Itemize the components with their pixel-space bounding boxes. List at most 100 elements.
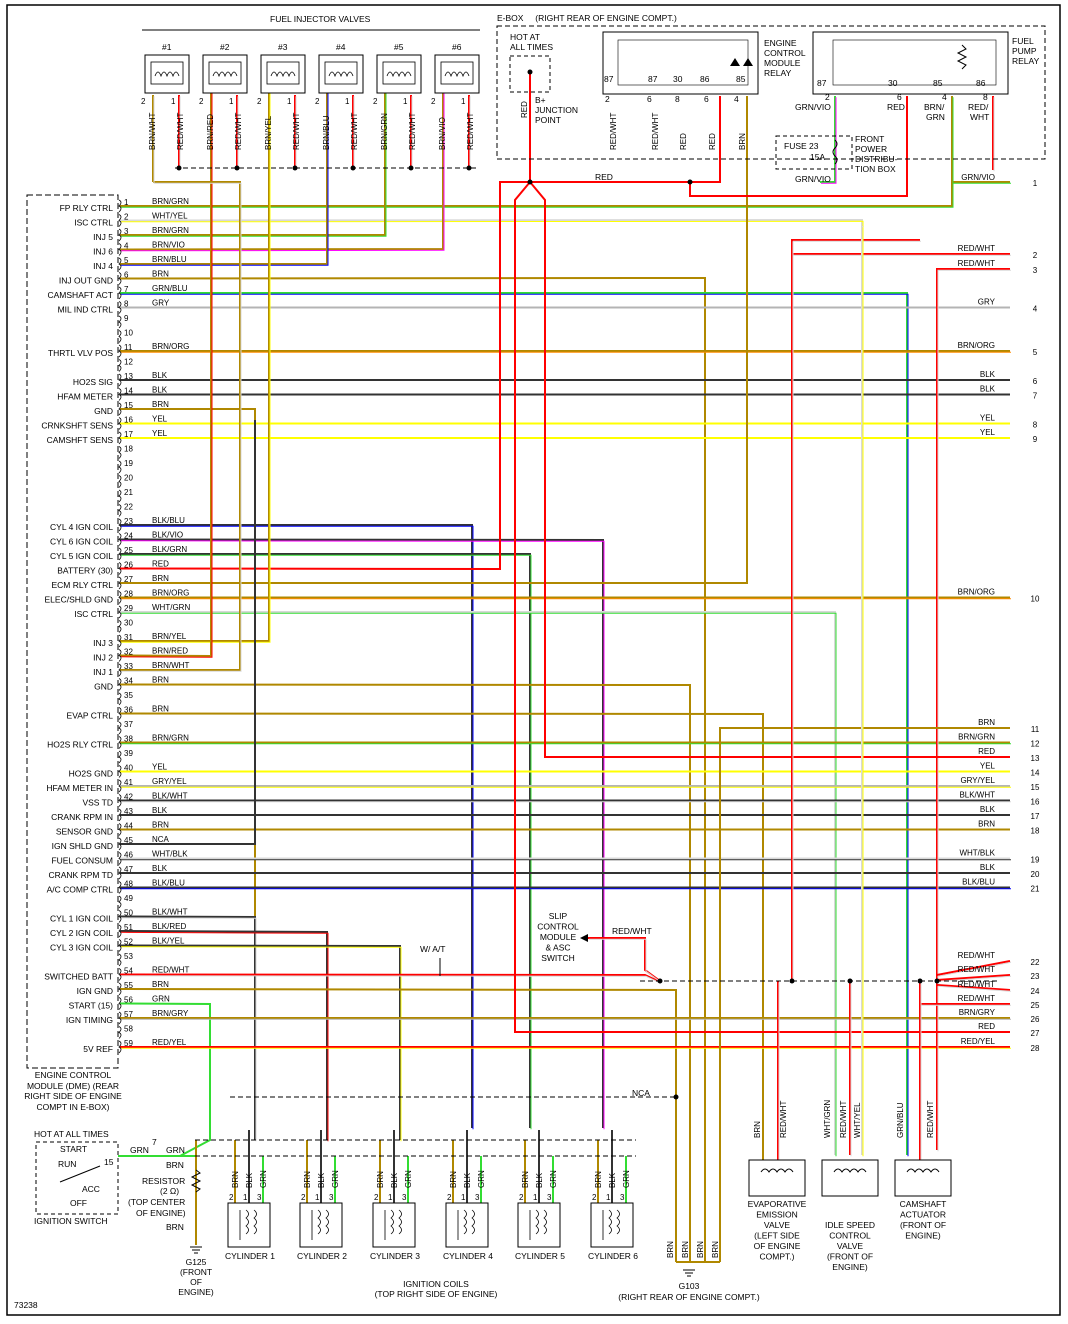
ecm-pin-label: FUEL CONSUM — [51, 856, 113, 866]
ecm-wire-color: BLK — [152, 806, 168, 815]
coil-icon — [906, 1168, 940, 1173]
ecm-wire-color: BRN — [152, 574, 169, 583]
ecm-relay-b — [530, 96, 721, 183]
ecm-pin-35: 35 — [118, 691, 133, 706]
ecm-wire-36 — [119, 712, 764, 1160]
coil-pin: 1 — [533, 1193, 538, 1202]
ecm-pin-number: 23 — [124, 517, 133, 526]
wire-label: RED/WHT — [926, 1101, 935, 1138]
wire-label: BRN — [666, 1241, 675, 1258]
ecm-wire-color: BLK/GRN — [152, 545, 187, 554]
connector-pin-icon — [118, 359, 122, 372]
right-wire-label: RED/WHT — [958, 994, 995, 1003]
component-label: VALVE — [764, 1220, 790, 1230]
splice-dot — [917, 978, 923, 984]
coil-body — [590, 1202, 634, 1248]
injector-pin: 2 — [199, 97, 204, 106]
ecm-wire-15 — [120, 408, 256, 1110]
right-connector-number: 18 — [1031, 827, 1040, 836]
ecm-pin-number: 16 — [124, 416, 133, 425]
ecm-relay-label: MODULE — [764, 58, 801, 68]
fuel-injectors-title: FUEL INJECTOR VALVES — [270, 14, 371, 24]
right-wire-3 — [936, 268, 1010, 1150]
relay-wire-label: RED — [708, 133, 717, 150]
ecm-pin-label: FP RLY CTRL — [60, 203, 114, 213]
ecm-wire-25-stripe — [121, 554, 532, 1130]
connector-pin-icon — [118, 344, 122, 358]
component-label: ENGINE) — [832, 1262, 868, 1272]
ecm-pin-label: HO2S SIG — [73, 377, 113, 387]
wire-label: BRN — [696, 1241, 705, 1258]
diagram-id: 73238 — [14, 1300, 38, 1310]
injector-coil-icon — [324, 61, 358, 85]
ecm-pin-number: 32 — [124, 648, 133, 657]
right-wire-label: BLK/WHT — [959, 791, 995, 800]
splice-dot — [657, 978, 663, 984]
right-connector-number: 22 — [1031, 958, 1040, 967]
ecm-pin-label: HFAM METER — [57, 392, 113, 402]
ecm-wire-5-stripe — [121, 93, 329, 266]
connector-pin-icon — [118, 837, 122, 851]
right-wire-label: YEL — [980, 428, 996, 437]
ebox-title: E-BOX (RIGHT REAR OF ENGINE COMPT.) — [497, 13, 677, 23]
wire-label: GRN — [166, 1145, 185, 1155]
component-label: (LEFT SIDE — [754, 1231, 800, 1241]
switch-contact-icon — [59, 1165, 101, 1183]
ecm-pin-53: 53 — [118, 952, 133, 967]
relay-terminal: 86 — [700, 74, 710, 84]
connector-pin-icon — [118, 736, 122, 749]
ecm-pin-label: INJ 2 — [93, 653, 113, 663]
connector-pin-icon — [118, 721, 122, 735]
splice-dot — [673, 1094, 679, 1100]
ecm-pin-number: 55 — [124, 981, 133, 990]
connector-pin-icon — [118, 489, 122, 503]
ecm-wire-color: BRN/GRN — [152, 226, 189, 235]
wire-label: BRN — [753, 1121, 762, 1138]
ecm-wire-1 — [120, 181, 1010, 207]
wat-label: W/ A/T — [420, 944, 446, 954]
ecm-pin-number: 51 — [124, 923, 133, 932]
relay-pin: 4 — [734, 94, 739, 104]
injector-wire: BRN/YEL — [264, 115, 273, 150]
relay-inner — [832, 39, 997, 86]
injector-coil-icon — [382, 61, 416, 85]
right-wire-label: GRY/YEL — [960, 776, 995, 785]
right-wire-label: RED/WHT — [958, 965, 995, 974]
right-wire-22 — [936, 960, 1011, 976]
ecm-pin-20: 20 — [118, 474, 133, 488]
injector-pin: 2 — [257, 97, 262, 106]
coil-wire-label: GRN — [477, 1170, 486, 1188]
right-wire-label: RED/WHT — [958, 980, 995, 989]
coil-icon — [328, 71, 354, 78]
ecm-pin-number: 42 — [124, 793, 133, 802]
component-body — [821, 1159, 879, 1197]
wire-label: RED/WHT — [779, 1101, 788, 1138]
ecm-pin-label: CRANK RPM TD — [48, 870, 113, 880]
ecm-wire-32-stripe — [120, 93, 213, 658]
ecm-pin-label: SENSOR GND — [56, 827, 113, 837]
injector-coil-icon — [208, 61, 242, 85]
connector-pin-icon — [118, 939, 122, 952]
ecm-pin-label: CYL 6 IGN COIL — [50, 537, 113, 547]
right-connector-number: 13 — [1031, 754, 1040, 763]
ecm-pin-number: 29 — [124, 604, 133, 613]
junction-point-box — [509, 55, 551, 93]
ecm-wire-color: YEL — [152, 415, 168, 424]
slip-control-label: & ASC — [545, 943, 570, 953]
right-connector-number: 27 — [1031, 1029, 1040, 1038]
coil-winding-icon — [239, 1209, 257, 1240]
ecm-pin-number: 46 — [124, 851, 133, 860]
coil-winding-icon — [384, 1209, 402, 1240]
right-connector-number: 8 — [1033, 421, 1038, 430]
fuse-label: FUSE 23 — [784, 141, 819, 151]
right-wire-label: RED/WHT — [958, 259, 995, 268]
connector-pin-icon — [118, 1026, 122, 1039]
ecm-wire-26 — [119, 181, 530, 571]
